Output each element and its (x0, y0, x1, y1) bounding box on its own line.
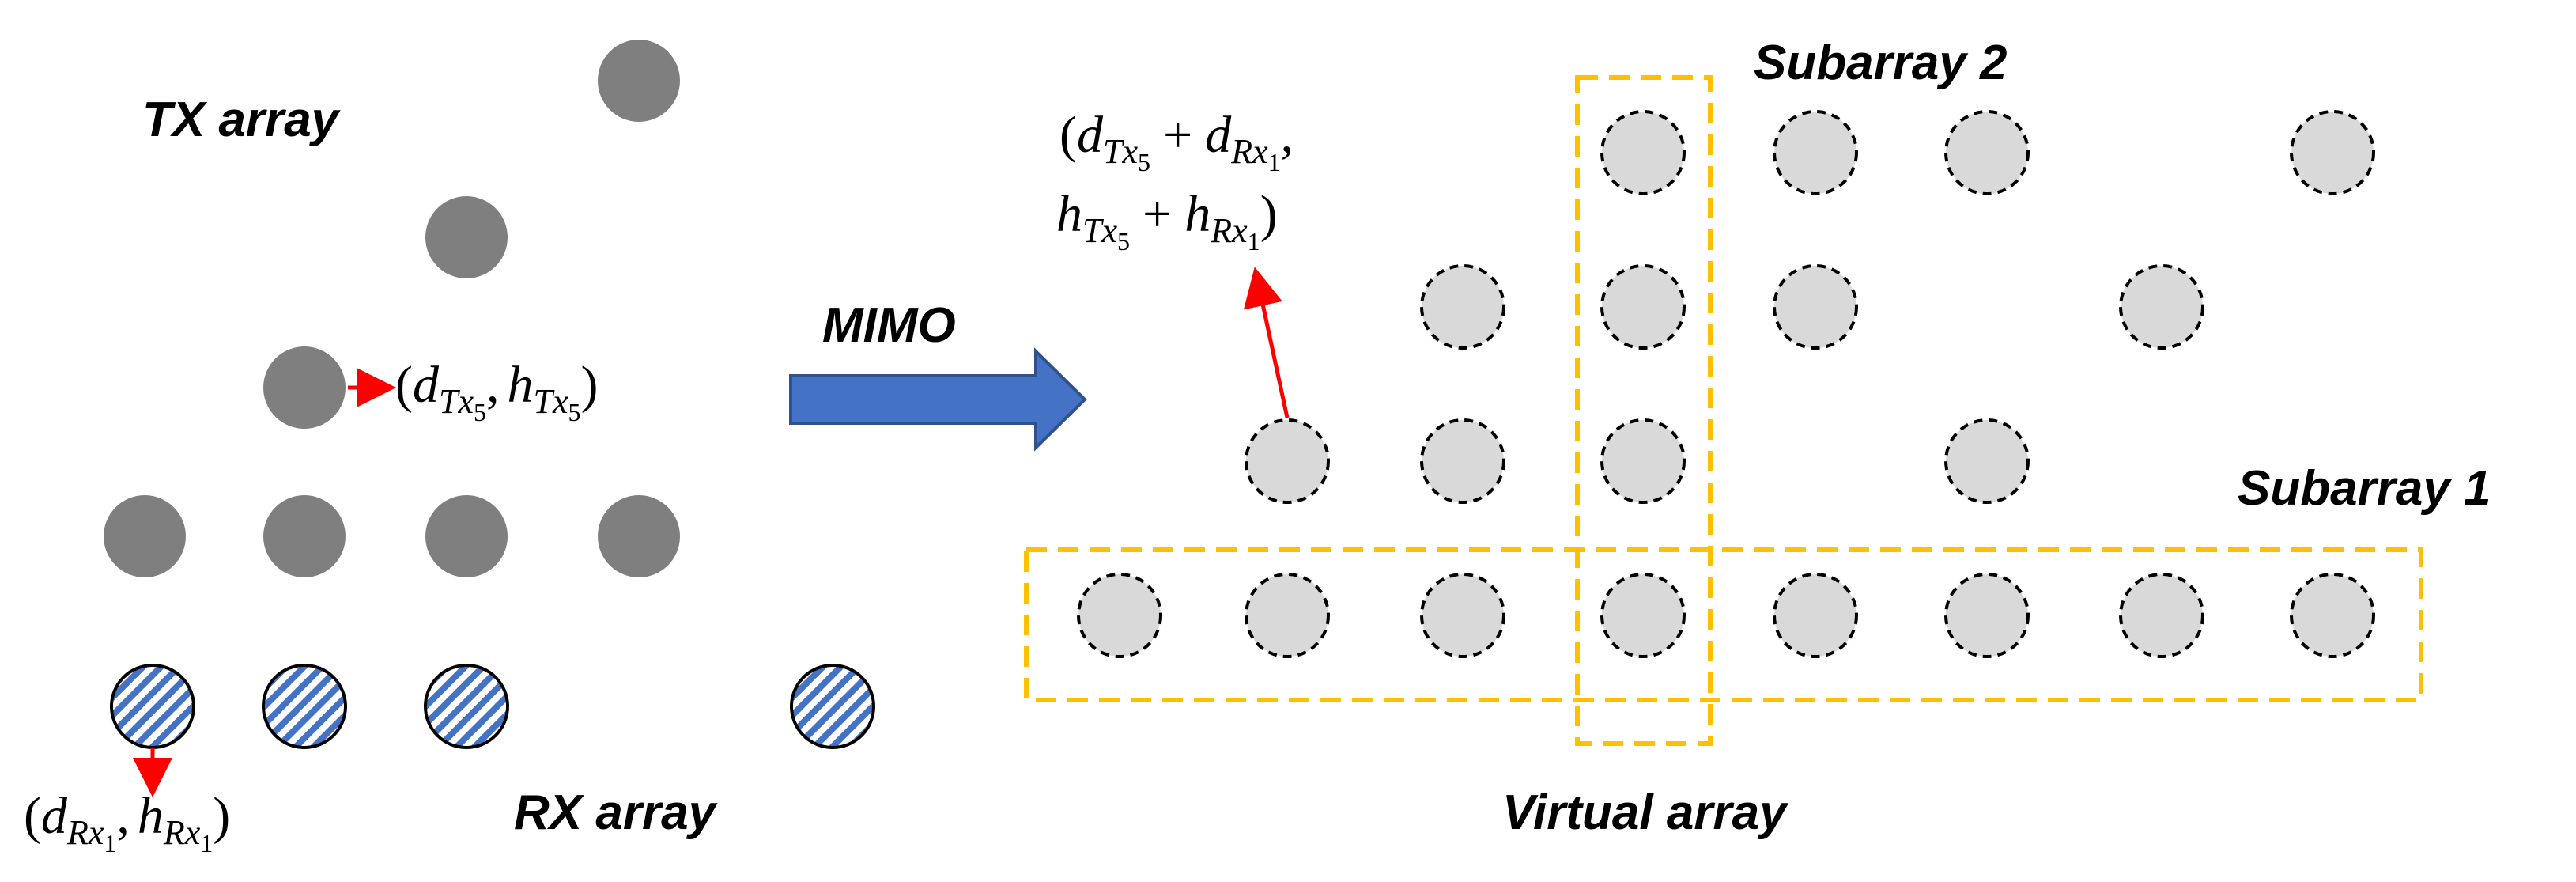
paren-open: ( (395, 356, 413, 414)
virtual-array-label: Virtual array (1502, 785, 1789, 840)
virtual-element (1773, 264, 1858, 350)
subarray-2-box (1575, 75, 1713, 746)
subarray-2-label: Subarray 2 (1754, 36, 2008, 90)
virtual-element (1420, 573, 1505, 658)
d-symbol: d (1077, 106, 1104, 164)
tx-array-label: TX array (142, 93, 342, 147)
comma: , (1281, 106, 1294, 164)
rx-index: 1 (104, 829, 116, 857)
tx-index: 5 (474, 398, 486, 426)
comma: , (116, 787, 130, 845)
virtual-element (2119, 573, 2204, 658)
virtual-element (1420, 264, 1505, 350)
subarray-1-box (1024, 547, 2423, 702)
h-symbol: h (1056, 185, 1082, 243)
tx-index: 5 (1138, 148, 1150, 176)
tx-index: 5 (1117, 227, 1130, 256)
virtual-element (1600, 110, 1686, 195)
d-symbol: d (413, 356, 440, 414)
rx-element (790, 664, 875, 749)
h-symbol: h (1184, 185, 1211, 243)
tx-subscript: Tx (1082, 211, 1117, 250)
d-symbol: d (1205, 106, 1232, 164)
virtual-element (2119, 264, 2204, 350)
plus-sign: + (1143, 185, 1172, 243)
virtual-element (1245, 573, 1330, 658)
rx-index: 1 (1268, 148, 1281, 176)
h-symbol: h (138, 787, 164, 845)
tx5-coordinate-label: (dTx5,hTx5) (395, 356, 598, 426)
sum-coordinate-line-1: (dTx5+dRx1, (1059, 106, 1294, 176)
tx-subscript: Tx (533, 382, 568, 421)
comma: , (486, 356, 500, 414)
subarray-1-label: Subarray 1 (2238, 461, 2491, 516)
mimo-label: MIMO (822, 298, 956, 353)
tx-element (598, 495, 680, 577)
tx-array (104, 40, 680, 577)
virtual-element (1600, 573, 1686, 658)
virtual-element (1077, 573, 1162, 658)
virtual-element (1944, 418, 2030, 504)
rx-array (110, 664, 875, 749)
rx1-coordinate-label: (dRx1,hRx1) (24, 787, 230, 857)
virtual-element (1773, 110, 1858, 195)
virtual-element (1600, 264, 1686, 350)
plus-sign: + (1163, 106, 1192, 164)
tx-subscript: Tx (439, 382, 474, 421)
rx-subscript: Rx (1210, 211, 1248, 250)
rx-index: 1 (200, 829, 213, 857)
rx-subscript: Rx (163, 813, 201, 852)
tx-index: 5 (568, 398, 580, 426)
virtual-element (1420, 418, 1505, 504)
virtual-array (1077, 110, 2375, 658)
paren-open: ( (24, 787, 41, 845)
rx-subscript: Rx (66, 813, 104, 852)
rx-element (262, 664, 347, 749)
tx-element (425, 196, 508, 278)
tx-element (425, 495, 508, 577)
sum-pointer-arrow (1243, 267, 1290, 418)
paren-open: ( (1059, 106, 1077, 164)
paren-close: ) (213, 787, 230, 845)
virtual-element (1944, 110, 2030, 195)
mimo-arrow-icon (789, 347, 1087, 452)
paren-close: ) (580, 356, 598, 414)
rx-element-1 (110, 664, 195, 749)
sum-coordinate-line-2: hTx5+hRx1) (1056, 185, 1278, 256)
virtual-element (2290, 110, 2375, 195)
tx-element-5 (263, 346, 346, 429)
tx-element (104, 495, 186, 577)
rx-array-label: RX array (514, 785, 719, 840)
d-symbol: d (41, 787, 68, 845)
tx-element (598, 40, 680, 122)
tx-element (263, 495, 346, 577)
paren-close: ) (1260, 185, 1278, 243)
rx-index: 1 (1248, 227, 1260, 256)
virtual-element (1600, 418, 1686, 504)
tx-subscript: Tx (1103, 132, 1138, 171)
rx-subscript: Rx (1230, 132, 1268, 171)
virtual-element (1245, 418, 1330, 504)
rx-element (424, 664, 509, 749)
virtual-element (1773, 573, 1858, 658)
virtual-element (2290, 573, 2375, 658)
h-symbol: h (507, 356, 533, 414)
virtual-element (1944, 573, 2030, 658)
